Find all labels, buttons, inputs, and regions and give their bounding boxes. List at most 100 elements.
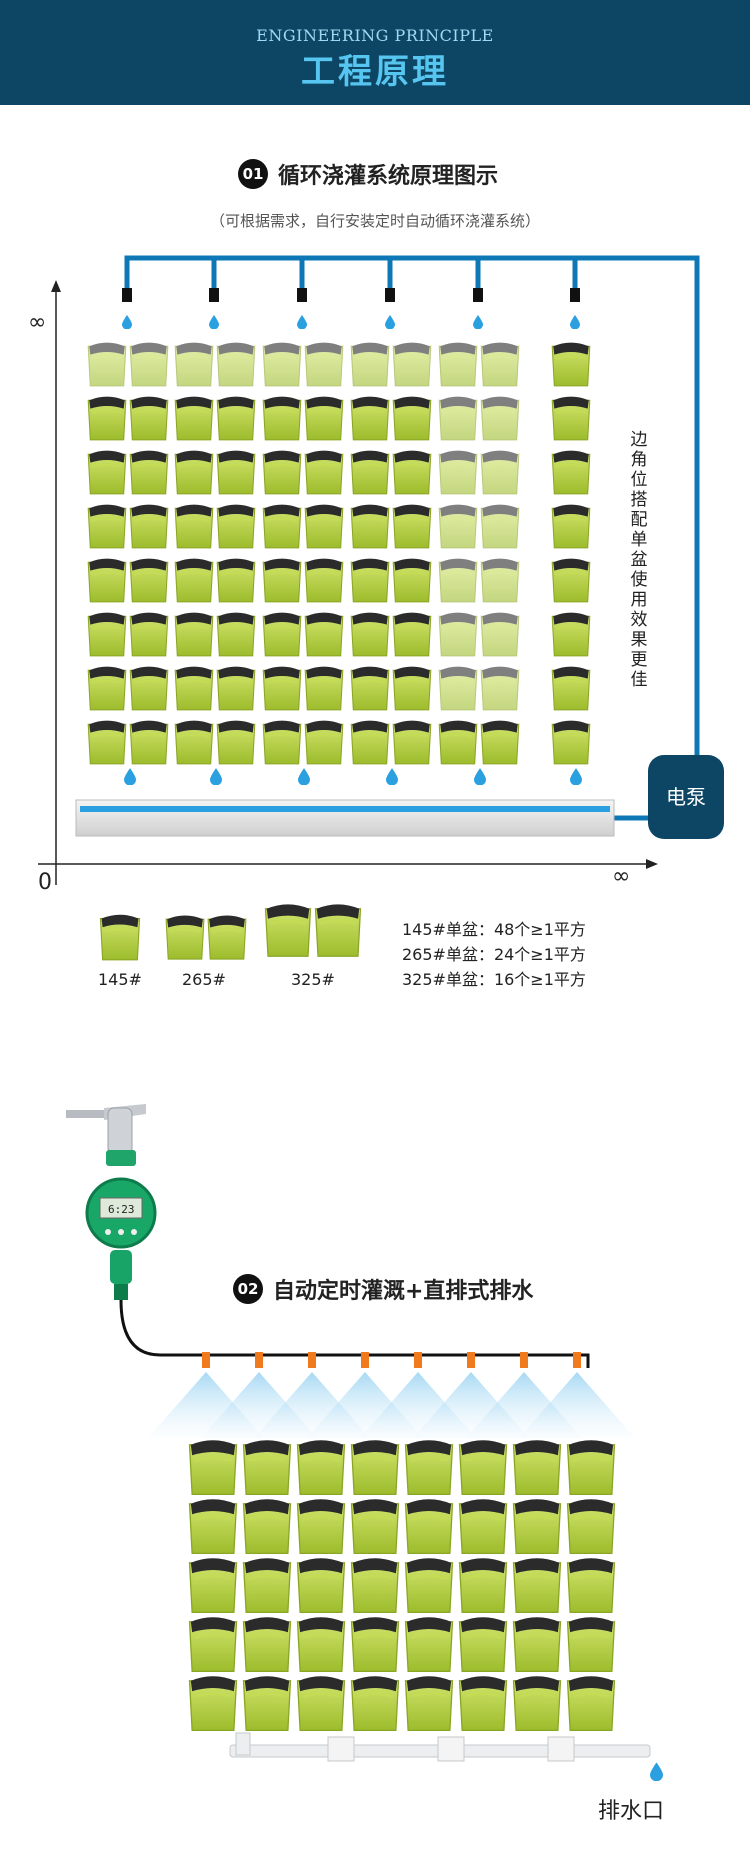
planter-pot	[87, 665, 127, 711]
planter-pot	[242, 1438, 292, 1496]
planter-pot	[262, 719, 302, 765]
corner-note: 边角位搭配单盆使用效果更佳	[630, 430, 648, 690]
planter-pot	[392, 611, 432, 657]
planter-pot	[458, 1556, 508, 1614]
planter-pot	[174, 557, 214, 603]
sprayer-nozzle	[573, 1352, 581, 1368]
planter-pot	[458, 1674, 508, 1732]
planter-pot	[551, 341, 591, 387]
planter-pot	[392, 341, 432, 387]
planter-pot	[188, 1674, 238, 1732]
planter-pot	[216, 557, 256, 603]
size-samples	[99, 902, 362, 961]
planter-pot	[404, 1556, 454, 1614]
planter-pot	[350, 611, 390, 657]
planter-pot	[512, 1556, 562, 1614]
planter-pot	[551, 611, 591, 657]
mist-cone	[519, 1372, 635, 1438]
planter-pot	[566, 1438, 616, 1496]
planter-pot	[216, 665, 256, 711]
planter-pot	[304, 503, 344, 549]
header-banner: ENGINEERING PRINCIPLE 工程原理	[0, 0, 750, 105]
planter-pot	[129, 611, 169, 657]
planter-pot	[216, 449, 256, 495]
planter-pot	[188, 1615, 238, 1673]
planter-pot	[350, 1674, 400, 1732]
sprayer-nozzle	[467, 1352, 475, 1368]
sprayer-nozzle	[255, 1352, 263, 1368]
planter-pot	[304, 611, 344, 657]
header-title-en: ENGINEERING PRINCIPLE	[256, 26, 494, 45]
planter-pot	[350, 557, 390, 603]
section1-badge: 01	[238, 159, 268, 189]
spec-line-265: 265#单盆：24个≥1平方	[402, 945, 586, 964]
planter-pot	[296, 1556, 346, 1614]
section1-subtitle: （可根据需求，自行安装定时自动循环浇灌系统）	[209, 212, 540, 230]
planter-pot	[480, 341, 520, 387]
size-label-265: 265#	[182, 970, 226, 989]
planter-pot	[304, 719, 344, 765]
planter-pot	[480, 395, 520, 441]
section2-title: 02 自动定时灌溉+直排式排水	[233, 1273, 533, 1305]
sprayer-nozzle	[520, 1352, 528, 1368]
tap-timer	[66, 1104, 590, 1368]
planter-pot	[350, 719, 390, 765]
planter-pot	[174, 449, 214, 495]
planter-pot	[304, 557, 344, 603]
planter-pot	[262, 611, 302, 657]
planter-pot	[404, 1497, 454, 1555]
planter-pot	[350, 665, 390, 711]
planter-pot	[304, 449, 344, 495]
spec-line-145: 145#单盆：48个≥1平方	[402, 920, 586, 939]
planter-pot	[242, 1497, 292, 1555]
planter-pot	[551, 665, 591, 711]
planter-pot	[296, 1438, 346, 1496]
planter-pot	[216, 503, 256, 549]
planter-pot	[404, 1615, 454, 1673]
planter-pot	[87, 395, 127, 441]
planter-pot	[438, 503, 478, 549]
planter-pot	[350, 1615, 400, 1673]
pipe-nozzles	[122, 288, 580, 302]
timer-display: 6:23	[108, 1203, 135, 1216]
size-label-325: 325#	[291, 970, 335, 989]
planter-pot	[129, 341, 169, 387]
planter-pot	[87, 557, 127, 603]
planter-pot	[438, 449, 478, 495]
planter-pot	[480, 557, 520, 603]
planter-pot	[129, 395, 169, 441]
planter-pot	[566, 1497, 616, 1555]
water-trough	[75, 799, 615, 837]
planter-pot	[129, 503, 169, 549]
planter-pot	[480, 503, 520, 549]
mist-sprayers	[148, 1352, 635, 1438]
supply-pipe	[124, 255, 700, 821]
planter-pot	[304, 395, 344, 441]
planter-pot	[480, 611, 520, 657]
planter-pot	[350, 1438, 400, 1496]
x-axis-infinity: ∞	[612, 864, 631, 889]
planter-pot	[262, 665, 302, 711]
planter-pot	[392, 665, 432, 711]
planter-pot	[87, 611, 127, 657]
planter-pot	[262, 557, 302, 603]
planter-pot	[551, 449, 591, 495]
planter-pot	[512, 1497, 562, 1555]
size-label-145: 145#	[98, 970, 142, 989]
planter-pot	[551, 503, 591, 549]
planter-pot	[87, 449, 127, 495]
planter-pot	[296, 1497, 346, 1555]
planter-pot	[216, 341, 256, 387]
drain-pipe	[229, 1732, 663, 1781]
planter-pot	[216, 395, 256, 441]
planter-pot	[438, 341, 478, 387]
planter-wall-2	[188, 1438, 616, 1732]
planter-pot	[392, 395, 432, 441]
planter-pot	[216, 719, 256, 765]
planter-pot	[188, 1497, 238, 1555]
planter-pot	[458, 1615, 508, 1673]
planter-pot	[87, 719, 127, 765]
spec-line-325: 325#单盆：16个≥1平方	[402, 970, 586, 989]
planter-pot	[566, 1556, 616, 1614]
planter-pot	[512, 1438, 562, 1496]
